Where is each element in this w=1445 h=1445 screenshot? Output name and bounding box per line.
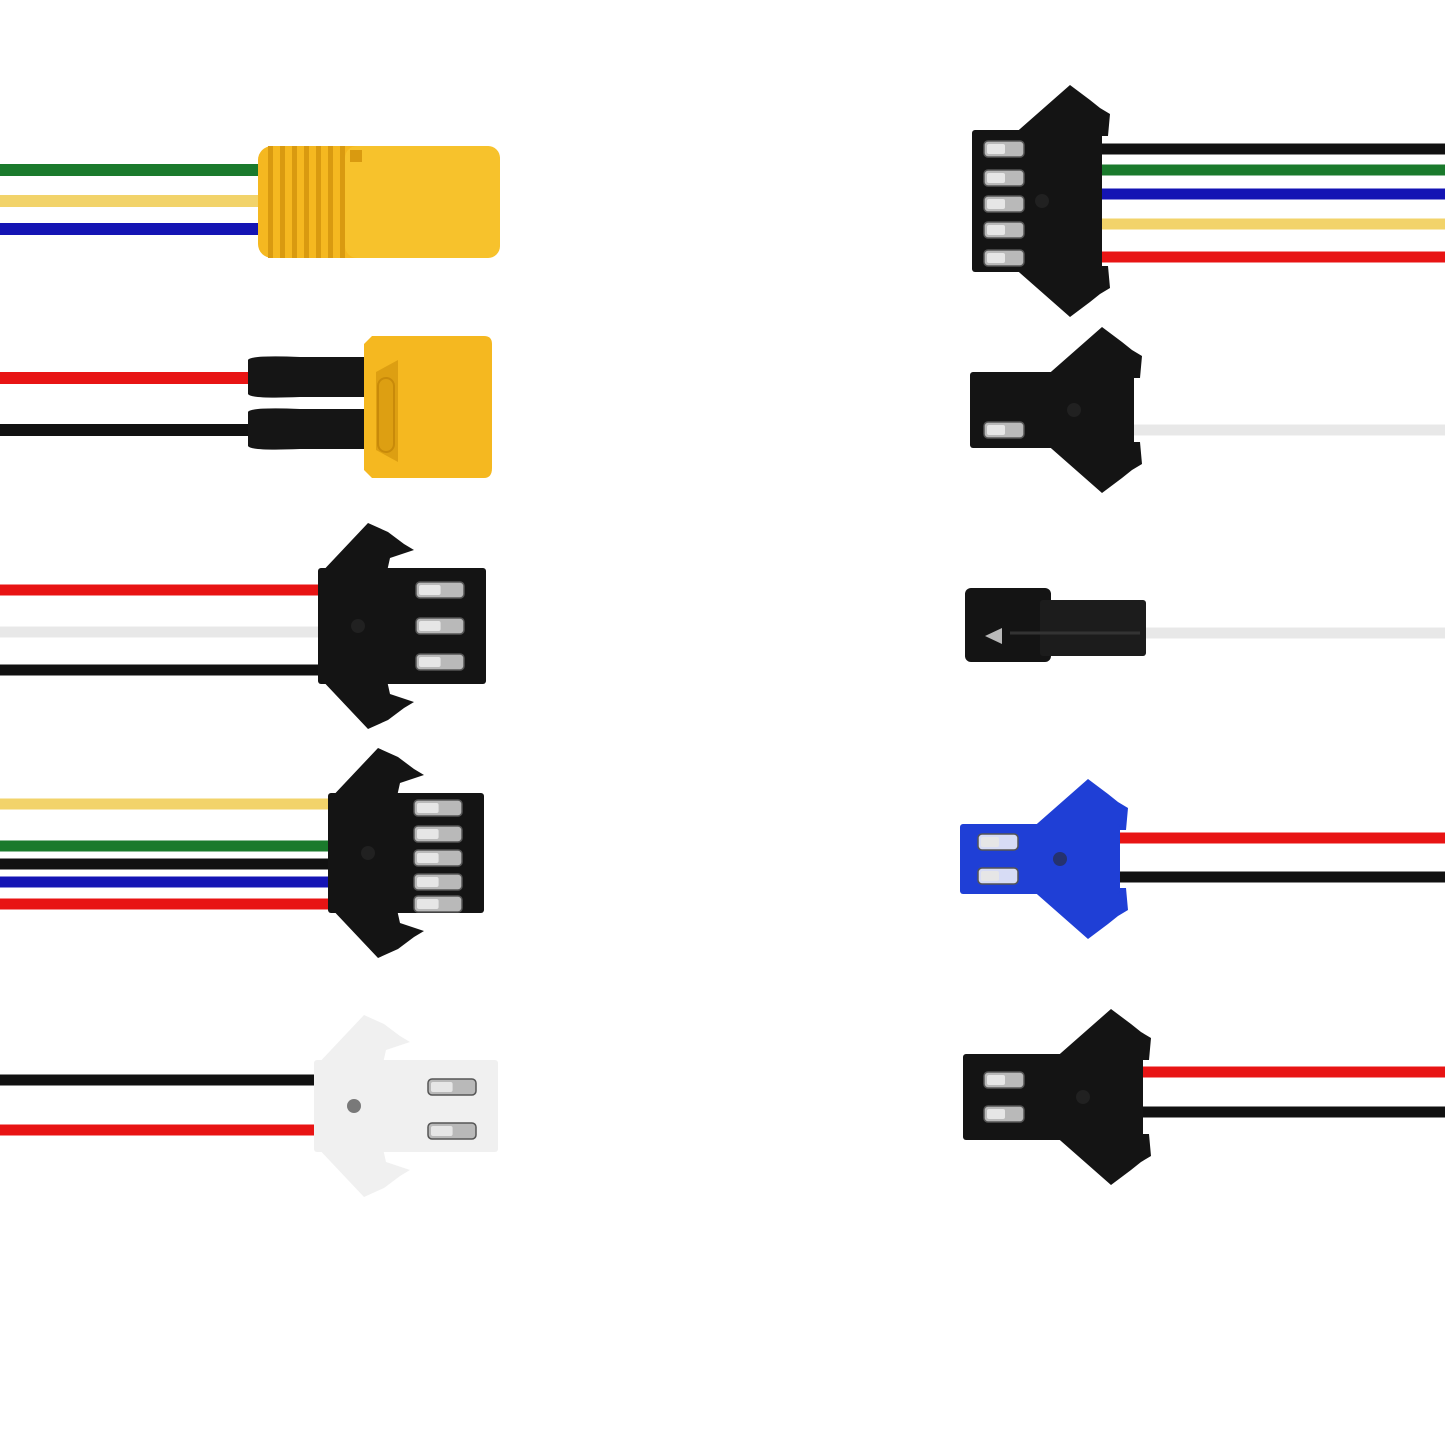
pin-highlight [987,199,1005,209]
pin-highlight [987,144,1005,154]
grip-ridge [280,146,285,258]
connector-xt90-yellow [0,336,492,478]
housing-dimple [1053,852,1067,866]
housing-notch [350,150,362,162]
latch-wing-bottom [328,905,424,958]
pin-highlight [417,853,439,863]
housing-dimple [1076,1090,1090,1104]
latch-wing-top [318,523,414,576]
connector-sm5-black-male [0,748,484,958]
pin-highlight [987,253,1005,263]
housing-dimple [351,619,365,633]
pin-highlight [431,1126,453,1136]
grip-ridge [328,146,333,258]
grip-ridge [304,146,309,258]
connector-sm1-black-plug [965,588,1445,662]
housing [965,588,1051,662]
latch-wing-bottom [1044,442,1142,493]
pin-highlight [431,1082,453,1092]
housing-dimple [347,1099,361,1113]
grip-ridge [268,146,273,258]
latch-wing-top [1053,1009,1151,1060]
housing-bevel [376,360,398,462]
latch-wing-top [1044,327,1142,378]
connector-sm2-black-1wire [970,327,1445,493]
connector-sm2-white-male [0,1015,498,1197]
housing-dimple [361,846,375,860]
connector-sm2-black-red-black [963,1009,1445,1185]
pin-highlight [987,173,1005,183]
pin-highlight [987,225,1005,235]
pin-highlight [417,877,439,887]
housing-nose [1040,600,1146,656]
latch-wing-bottom [1012,266,1110,317]
housing-dimple [1067,403,1081,417]
latch-wing-top [328,748,424,801]
pin-highlight [417,899,439,909]
metal-pin [985,628,1002,644]
heat-shrink [248,356,372,398]
latch-wing-top [1012,85,1110,136]
grip-ridge [292,146,297,258]
embossed-marking [377,377,395,453]
pin-highlight [419,621,441,631]
pin-highlight [981,837,999,847]
connector-sm3-black-male [0,523,486,729]
housing-dimple [1035,194,1049,208]
pin-highlight [419,585,441,595]
latch-wing-bottom [1053,1134,1151,1185]
housing [963,1054,1143,1140]
pin-highlight [981,871,999,881]
latch-wing-bottom [314,1144,410,1197]
latch-wing-bottom [1030,888,1128,939]
latch-wing-top [1030,779,1128,830]
housing-front [345,146,500,258]
connector-sm2-blue [960,779,1445,939]
pin-highlight [419,657,441,667]
pin-highlight [987,425,1005,435]
latch-wing-top [314,1015,410,1068]
heat-shrink [248,408,372,450]
pin-highlight [987,1075,1005,1085]
connector-mt60-yellow [0,146,500,258]
pin-highlight [987,1109,1005,1119]
grip-ridge [340,146,345,258]
grip-ridge [316,146,321,258]
pin-highlight [417,803,439,813]
pin-highlight [417,829,439,839]
latch-wing-bottom [318,676,414,729]
connector-sm5-black-female [972,85,1445,317]
